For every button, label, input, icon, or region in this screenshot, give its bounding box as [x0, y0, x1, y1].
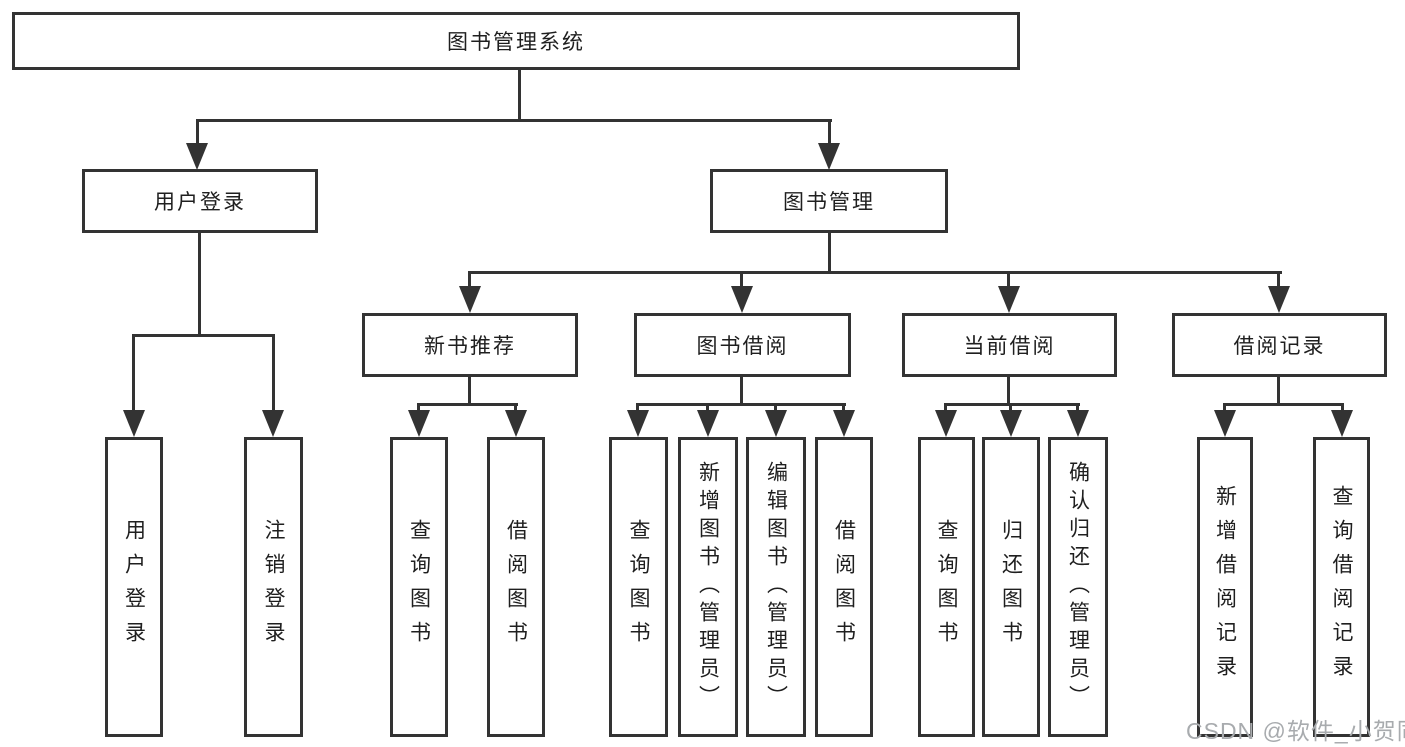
connector-segment: [740, 271, 743, 289]
arrowhead-icon: [505, 410, 527, 437]
connector-segment: [417, 403, 518, 406]
connector-segment: [1007, 271, 1010, 289]
leaf-nbr-query-books-label: 查询图书: [407, 519, 431, 655]
node-book-borrow-label: 图书借阅: [696, 335, 789, 358]
arrowhead-icon: [818, 143, 840, 170]
connector-segment: [944, 403, 947, 413]
leaf-cb-return-books-label: 归还图书: [999, 519, 1023, 655]
leaf-br-add-record-label: 新增借阅记录: [1213, 485, 1237, 689]
leaf-cb-return-books: 归还图书: [982, 437, 1040, 737]
arrowhead-icon: [998, 286, 1020, 313]
leaf-nbr-borrow-books: 借阅图书: [487, 437, 545, 737]
connector-segment: [828, 119, 831, 147]
node-book-management-label: 图书管理: [783, 191, 875, 214]
connector-segment: [944, 403, 1080, 406]
arrowhead-icon: [697, 410, 719, 437]
arrowhead-icon: [731, 286, 753, 313]
connector-segment: [132, 334, 135, 412]
leaf-bb-query-books-label: 查询图书: [627, 519, 650, 655]
leaf-cb-query-books-label: 查询图书: [935, 519, 958, 655]
connector-segment: [1076, 403, 1079, 413]
connector-segment: [1341, 403, 1344, 413]
connector-segment: [636, 403, 846, 406]
watermark: CSDN @软件_小贺同学: [1186, 718, 1405, 744]
leaf-bb-edit-books-admin: 编辑图书（管理员）: [746, 437, 806, 737]
node-book-management: 图书管理: [710, 169, 948, 233]
node-borrow-records: 借阅记录: [1172, 313, 1387, 377]
node-user-login: 用户登录: [82, 169, 318, 233]
arrowhead-icon: [408, 410, 430, 437]
connector-segment: [468, 271, 1282, 274]
leaf-bb-borrow-books-label: 借阅图书: [832, 519, 856, 655]
connector-segment: [828, 233, 831, 273]
leaf-logout: 注销登录: [244, 437, 303, 737]
leaf-br-query-record-label: 查询借阅记录: [1330, 485, 1353, 689]
node-book-borrow: 图书借阅: [634, 313, 851, 377]
node-current-borrow: 当前借阅: [902, 313, 1117, 377]
connector-segment: [468, 377, 471, 406]
leaf-bb-add-books-admin-label: 新增图书（管理员）: [696, 461, 720, 713]
leaf-user-login-label: 用户登录: [122, 519, 146, 655]
connector-segment: [132, 334, 275, 337]
node-root-label: 图书管理系统: [447, 31, 585, 54]
connector-segment: [518, 69, 521, 122]
connector-segment: [1277, 377, 1280, 406]
connector-segment: [417, 403, 420, 413]
leaf-nbr-borrow-books-label: 借阅图书: [504, 519, 528, 655]
connector-segment: [1277, 271, 1280, 289]
connector-segment: [196, 119, 199, 147]
leaf-bb-borrow-books: 借阅图书: [815, 437, 873, 737]
leaf-bb-edit-books-admin-label: 编辑图书（管理员）: [764, 461, 788, 713]
connector-segment: [468, 271, 471, 289]
arrowhead-icon: [833, 410, 855, 437]
node-user-login-label: 用户登录: [154, 191, 246, 214]
leaf-cb-query-books: 查询图书: [918, 437, 975, 737]
connector-segment: [842, 403, 845, 413]
leaf-br-query-record: 查询借阅记录: [1313, 437, 1370, 737]
node-current-borrow-label: 当前借阅: [963, 335, 1056, 358]
connector-segment: [636, 403, 639, 413]
leaf-nbr-query-books: 查询图书: [390, 437, 448, 737]
leaf-user-login: 用户登录: [105, 437, 163, 737]
arrowhead-icon: [1000, 410, 1022, 437]
arrowhead-icon: [123, 410, 145, 437]
connector-segment: [514, 403, 517, 413]
connector-segment: [740, 377, 743, 406]
arrowhead-icon: [1331, 410, 1353, 437]
leaf-logout-label: 注销登录: [262, 519, 285, 655]
arrowhead-icon: [1268, 286, 1290, 313]
arrowhead-icon: [186, 143, 208, 170]
connector-segment: [706, 403, 709, 413]
arrowhead-icon: [935, 410, 957, 437]
node-borrow-records-label: 借阅记录: [1233, 335, 1326, 358]
connector-segment: [1223, 403, 1226, 413]
node-new-book-recommend-label: 新书推荐: [424, 335, 516, 358]
arrowhead-icon: [1214, 410, 1236, 437]
arrowhead-icon: [262, 410, 284, 437]
connector-segment: [196, 119, 832, 122]
arrowhead-icon: [765, 410, 787, 437]
connector-segment: [1009, 403, 1012, 413]
arrowhead-icon: [459, 286, 481, 313]
connector-segment: [1007, 377, 1010, 406]
leaf-cb-confirm-return-admin: 确认归还（管理员）: [1048, 437, 1108, 737]
node-new-book-recommend: 新书推荐: [362, 313, 578, 377]
connector-segment: [198, 233, 201, 337]
leaf-bb-query-books: 查询图书: [609, 437, 668, 737]
leaf-bb-add-books-admin: 新增图书（管理员）: [678, 437, 738, 737]
connector-segment: [1223, 403, 1344, 406]
leaf-cb-confirm-return-admin-label: 确认归还（管理员）: [1066, 461, 1090, 713]
connector-segment: [774, 403, 777, 413]
node-root: 图书管理系统: [12, 12, 1020, 70]
leaf-br-add-record: 新增借阅记录: [1197, 437, 1253, 737]
arrowhead-icon: [627, 410, 649, 437]
arrowhead-icon: [1067, 410, 1089, 437]
connector-segment: [272, 334, 275, 412]
